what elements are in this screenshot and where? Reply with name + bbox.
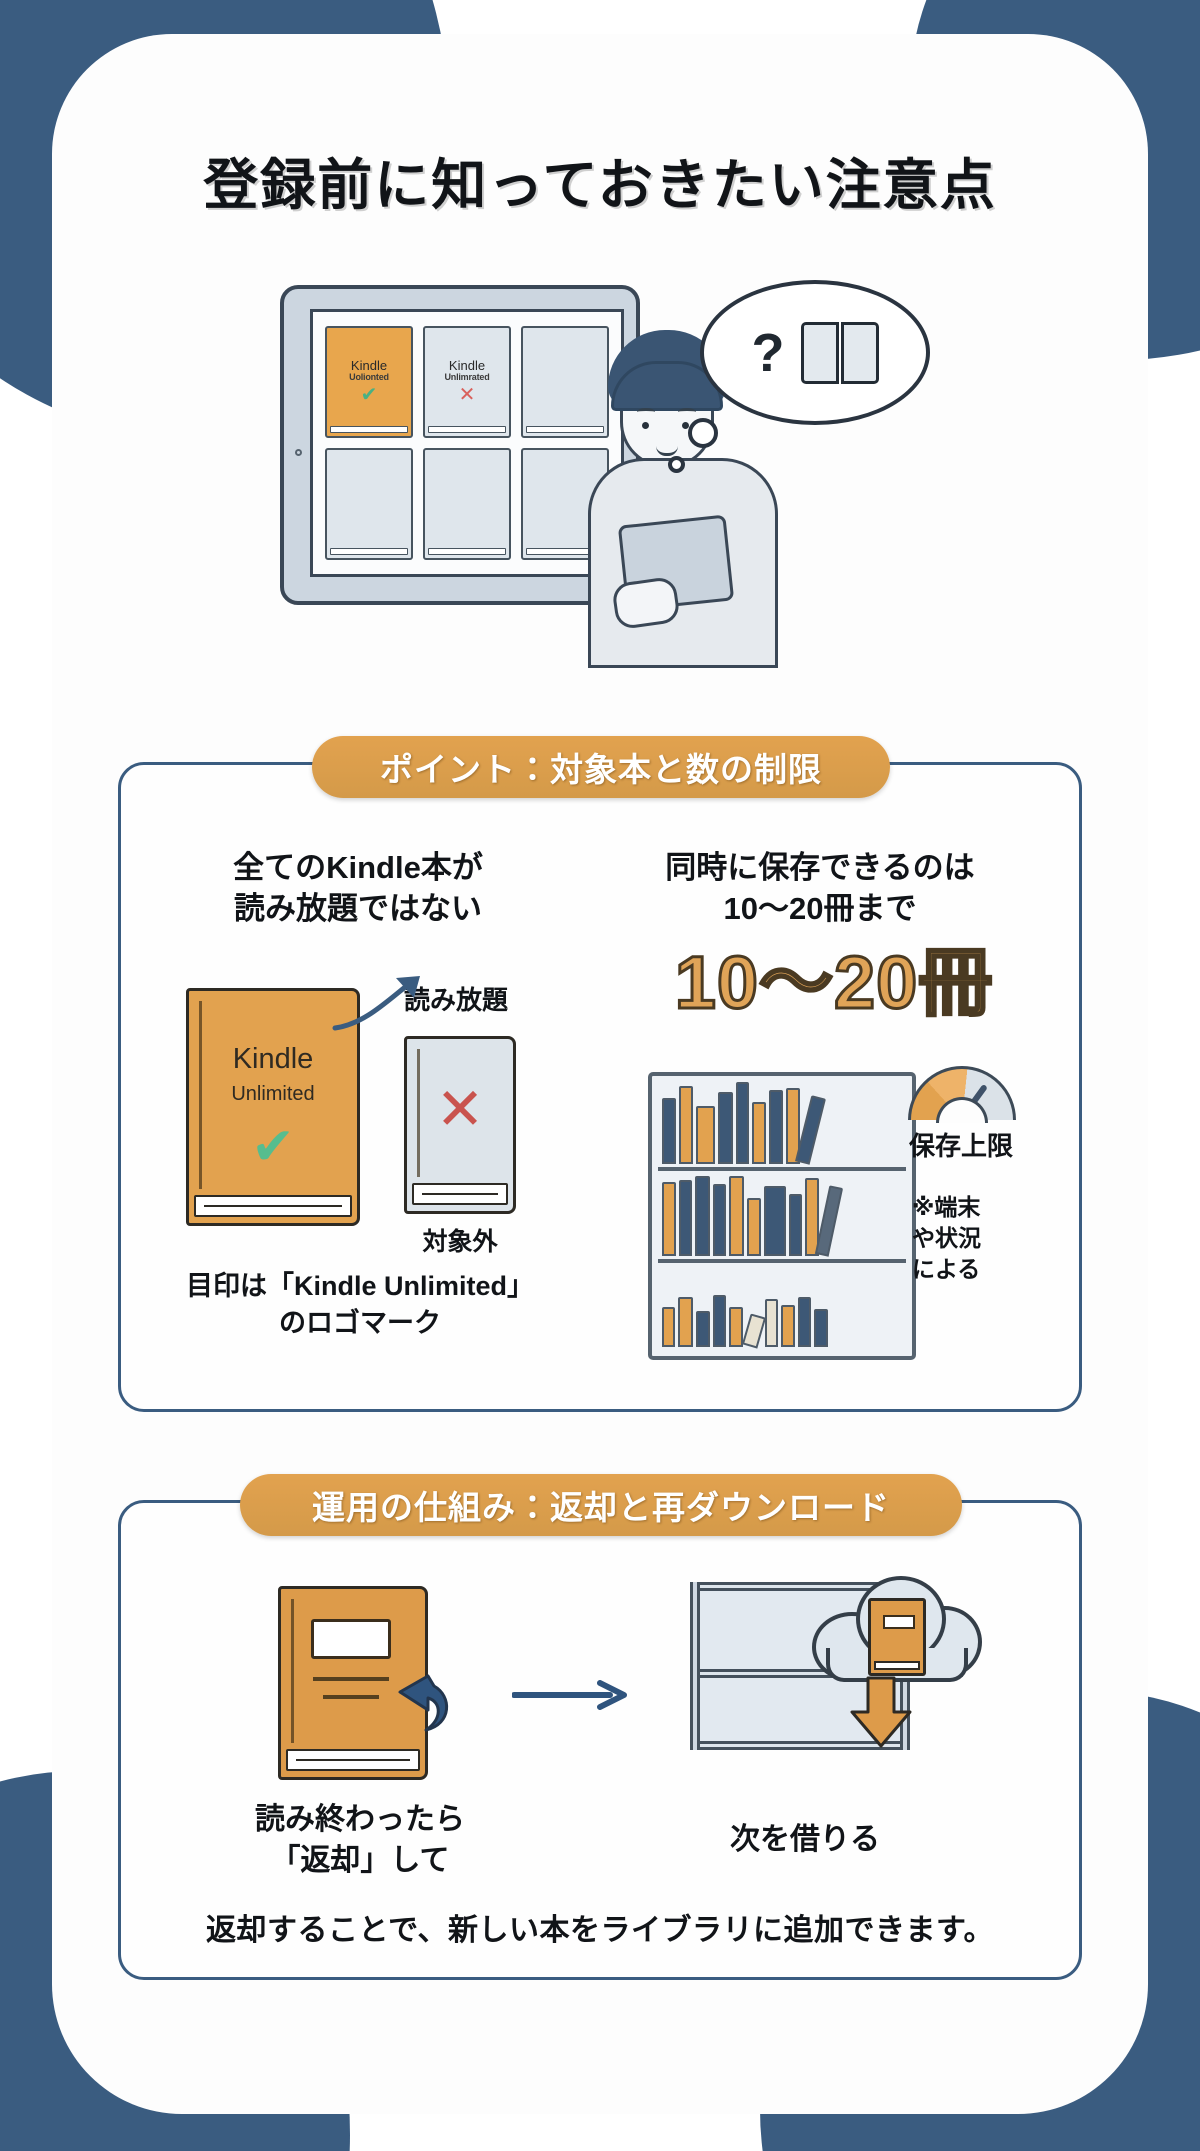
caption-line-1: 目印は「Kindle Unlimited」 [185, 1271, 534, 1301]
note-device-dependent: ※端末 や状況 による [912, 1192, 1032, 1284]
tablet-device: Kindle Uolionted ✔ Kindle Unlimrated ✕ [280, 285, 640, 605]
label-unlimited-reading: 読み放題 [404, 985, 509, 1015]
eyebrow-left-icon [637, 408, 655, 416]
book-spine [526, 426, 604, 433]
thumbnail-title: Kindle [350, 357, 388, 373]
shelf-row [658, 1268, 906, 1350]
subsection-heading-limit: 同時に保存できるのは 10〜20冊まで [600, 848, 1040, 930]
section-badge-points: ポイント：対象本と数の制限 [312, 736, 890, 798]
eyebrow-right-icon [678, 408, 696, 416]
step-label-borrow-next: 次を借りる [730, 1823, 880, 1856]
check-icon: ✔ [360, 384, 378, 407]
footer-note: 返却することで、新しい本をライブラリに追加できます。 [206, 1914, 994, 1947]
storage-limit-number: 10〜20冊 [673, 941, 994, 1024]
bookshelf-illustration [648, 1072, 916, 1360]
caption-logo-hint: 目印は「Kindle Unlimited」 のロゴマーク [136, 1268, 584, 1341]
shelf-row [658, 1176, 906, 1263]
eye-left-icon [642, 422, 649, 429]
kindle-unlimited-book-icon: Kindle Unlimited ✔ [186, 988, 360, 1226]
return-book-icon [278, 1586, 428, 1780]
caption-line-2: のロゴマーク [279, 1307, 441, 1338]
book-thumbnail-excluded: Kindle Unlimrated ✕ [423, 326, 511, 438]
book-subtitle: Unlimited [231, 1083, 315, 1105]
book-thumbnail-included: Kindle Uolionted ✔ [325, 326, 413, 438]
return-arrow-icon [398, 1674, 449, 1732]
note-line-1: ※端末 [912, 1194, 981, 1220]
heading-line-1: 同時に保存できるのは [665, 850, 975, 885]
mouth-icon [656, 446, 678, 456]
hero-illustration: Kindle Uolionted ✔ Kindle Unlimrated ✕ [250, 270, 950, 690]
tablet-camera-icon [295, 449, 302, 456]
note-line-3: による [912, 1255, 981, 1282]
heading-line-2: 読み放題ではない [234, 890, 482, 926]
cloud-icon [812, 1572, 982, 1690]
thought-bubble: ? [700, 280, 930, 425]
step-line-1: 読み終わったら [255, 1803, 465, 1836]
book-thumbnail-blank [521, 326, 609, 438]
heading-line-1: 全てのKindle本が [233, 850, 483, 885]
book-pages [194, 1195, 352, 1217]
book-spine [330, 426, 408, 433]
tablet-library-grid: Kindle Uolionted ✔ Kindle Unlimrated ✕ [310, 309, 624, 577]
label-storage-limit: 保存上限 [908, 1131, 1013, 1161]
thought-bubble-tail-large [688, 418, 718, 448]
cross-icon: ✕ [458, 384, 476, 407]
shelf-row [658, 1082, 906, 1171]
heading-line-2: 10〜20冊まで [723, 890, 917, 926]
flow-arrow-icon [512, 1680, 627, 1710]
thumbnail-subtitle: Unlimrated [444, 372, 490, 383]
book-title: Kindle [232, 1043, 314, 1075]
thumbnail-title: Kindle [448, 357, 486, 373]
open-book-icon [800, 321, 879, 384]
thought-bubble-tail-small [668, 456, 685, 473]
book-pages [286, 1749, 420, 1771]
download-arrow-icon [850, 1676, 912, 1748]
page-title: 登録前に知っておきたい注意点 [203, 154, 997, 216]
storage-gauge-icon [908, 1066, 1016, 1124]
step-label-return: 読み終わったら 「返却」して [180, 1800, 540, 1882]
book-thumbnail-blank [325, 448, 413, 560]
question-mark-icon: ? [751, 322, 785, 383]
subsection-heading-coverage: 全てのKindle本が 読み放題ではない [148, 848, 568, 930]
section-badge-workflow: 運用の仕組み：返却と再ダウンロード [240, 1474, 962, 1536]
book-spine [428, 548, 506, 555]
label-not-covered: 対象外 [422, 1228, 498, 1256]
check-icon: ✔ [251, 1118, 295, 1176]
cross-icon: ✕ [435, 1077, 485, 1142]
person-illustration [580, 330, 790, 668]
eye-right-icon [682, 422, 689, 429]
book-thumbnail-blank [423, 448, 511, 560]
book-pages [412, 1183, 508, 1205]
book-spine [330, 548, 408, 555]
pointer-arrow-icon [332, 976, 420, 1031]
cloud-book-icon [868, 1598, 926, 1676]
note-line-2: や状況 [912, 1224, 981, 1251]
book-spine [428, 426, 506, 433]
thumbnail-subtitle: Uolionted [349, 372, 389, 383]
step-line-2: 「返却」して [270, 1843, 450, 1877]
excluded-book-icon: ✕ [404, 1036, 516, 1214]
